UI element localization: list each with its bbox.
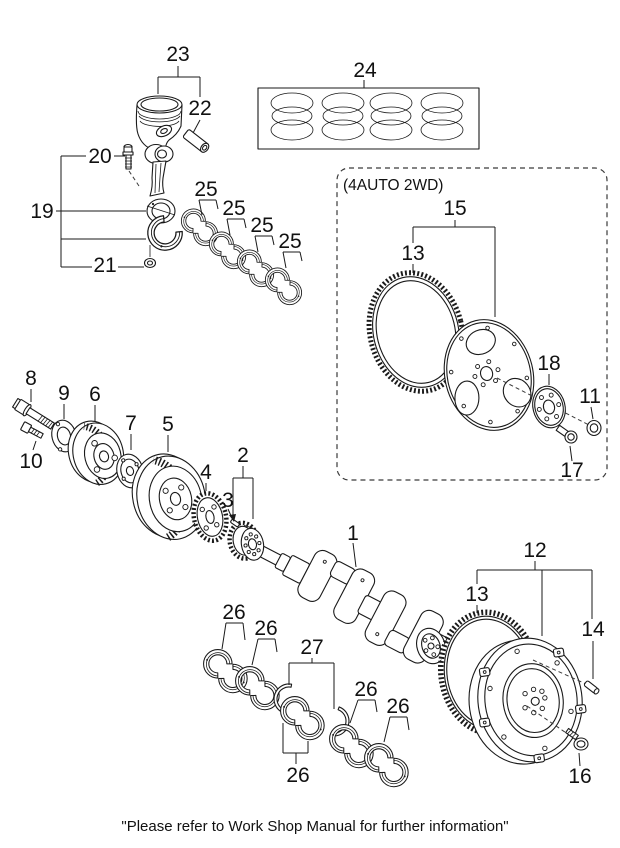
callout-20-rod-bolt: 20	[88, 145, 111, 168]
callout-25-rod-bearing: 25	[278, 230, 301, 253]
callout-26-main-bearing: 26	[386, 695, 409, 718]
drive-plate-adapter-drawing	[532, 385, 566, 429]
auto-ring-gear-drawing	[366, 270, 466, 394]
callout-26-main-bearing: 26	[286, 764, 309, 787]
piston-assembly: 23 22 20 19 21	[30, 43, 211, 277]
callout-22-piston-pin: 22	[188, 97, 211, 120]
callout-25-rod-bearing: 25	[222, 197, 245, 220]
callout-16-flywheel-bolt: 16	[568, 765, 591, 788]
callout-25-rod-bearing: 25	[194, 178, 217, 201]
inset-4auto-2wd: (4AUTO 2WD)	[336, 167, 608, 482]
callout-25-rod-bearing: 25	[250, 214, 273, 237]
callout-19-connecting-rod: 19	[30, 200, 53, 223]
ring-set-drawing	[270, 92, 464, 141]
callout-17-bolt: 17	[560, 459, 583, 482]
callout-13-ring-gear: 13	[401, 242, 424, 265]
callout-1-crankshaft: 1	[347, 522, 359, 545]
flywheel-drawing	[468, 637, 587, 765]
flywheel-tabs	[478, 647, 587, 764]
callout-8-bolt: 8	[25, 367, 37, 390]
callout-10-small-bolt: 10	[19, 450, 42, 473]
callout-21-rod-nut: 21	[93, 254, 116, 277]
callout-9-plate: 9	[58, 382, 70, 405]
callout-11-washer: 11	[579, 385, 601, 408]
callout-26-main-bearing: 26	[354, 678, 377, 701]
callout-15-drive-plate: 15	[443, 197, 466, 220]
crankshaft-drawing: 1	[255, 522, 448, 665]
connecting-rod-drawing	[144, 143, 176, 224]
crank-sprocket-drawing	[227, 520, 265, 561]
timing-gear-drawing	[191, 491, 229, 543]
front-end-parts: 8 9 6 7 5 10 4	[12, 367, 212, 541]
damper-pulley-drawing	[131, 453, 207, 541]
rear-washer-drawing	[586, 419, 602, 437]
callout-12-flywheel: 12	[523, 539, 546, 562]
callout-27-thrust-bearing: 27	[300, 636, 323, 659]
front-bolt-drawing	[12, 397, 55, 430]
piston-drawing	[135, 95, 183, 153]
callout-3-key: 3	[222, 489, 234, 512]
callout-18-adapter: 18	[537, 352, 560, 375]
callout-5-damper-pulley: 5	[162, 413, 174, 436]
callout-23-piston: 23	[166, 43, 189, 66]
callout-13-ring-gear: 13	[465, 583, 488, 606]
dowel-pin-drawing	[583, 680, 600, 695]
sprocket-and-key: 2 3	[191, 444, 265, 561]
piston-ring-set-box: 24	[257, 59, 480, 150]
callout-26-main-bearing: 26	[222, 601, 245, 624]
pulley-drawing	[67, 420, 125, 486]
key-drawing	[230, 518, 240, 528]
front-small-bolt-drawing	[20, 421, 44, 439]
callout-26-main-bearing: 26	[254, 617, 277, 640]
callout-2-sprocket: 2	[237, 444, 249, 467]
rod-bolt-drawing	[122, 143, 140, 187]
flywheel-assembly: 12 13 14 16	[437, 539, 605, 788]
caption-text: "Please refer to Work Shop Manual for fu…	[121, 818, 508, 835]
callout-6-pulley: 6	[89, 383, 101, 406]
callout-4-timing-gear: 4	[200, 461, 212, 484]
rod-bearings: 25 25 25 25	[180, 178, 303, 308]
callout-14-dowel-pin: 14	[581, 618, 605, 641]
callout-7-hub: 7	[125, 412, 137, 435]
rod-cap-drawing	[143, 211, 187, 269]
flywheel-bolt-drawing	[565, 727, 589, 751]
drive-plate-drawing	[443, 319, 535, 431]
callout-24-ring-set: 24	[353, 59, 377, 82]
inset-label: (4AUTO 2WD)	[343, 177, 443, 194]
main-bearings: 26 26 27 26 26 26	[201, 601, 410, 791]
piston-pin-drawing	[182, 129, 210, 153]
drive-plate-bolt-drawing	[555, 424, 578, 444]
